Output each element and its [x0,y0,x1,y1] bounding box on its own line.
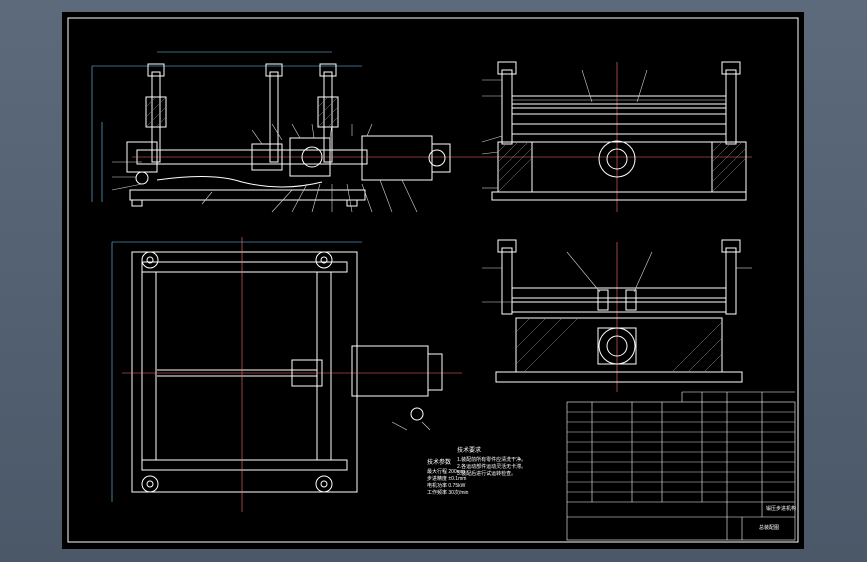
notes-line: 2.各运动部件运动灵活无卡滞。 [457,464,527,470]
params-line: 步进精度 ±0.1mm [427,476,467,482]
side-view-lower [482,239,752,392]
side-view-upper [472,61,752,212]
params-line: 最大行程 200mm [427,469,466,475]
params-block: 技术参数 最大行程 200mm 步进精度 ±0.1mm 电机功率 0.75kW … [427,460,487,497]
drawing-frame [67,17,799,543]
drawing-sheet: 技术要求 1.装配前所有零件应清洗干净。 2.各运动部件运动灵活无卡滞。 3.装… [62,12,804,549]
notes-heading: 技术要求 [457,448,482,454]
params-line: 电机功率 0.75kW [427,483,466,489]
title-block [566,391,796,541]
front-view [91,51,472,213]
params-line: 工作频率 30次/min [427,490,469,496]
notes-line: 3.装配后进行试运转检查。 [457,471,517,477]
params-heading: 技术参数 [427,460,452,466]
drawing-number: 总装配图 [758,525,779,531]
title-block-name: 锻压步进机构 [765,506,796,512]
drawing-canvas [67,17,799,543]
notes-block: 技术要求 1.装配前所有零件应清洗干净。 2.各运动部件运动灵活无卡滞。 3.装… [457,448,567,478]
notes-line: 1.装配前所有零件应清洗干净。 [457,457,527,463]
top-view [111,237,462,512]
